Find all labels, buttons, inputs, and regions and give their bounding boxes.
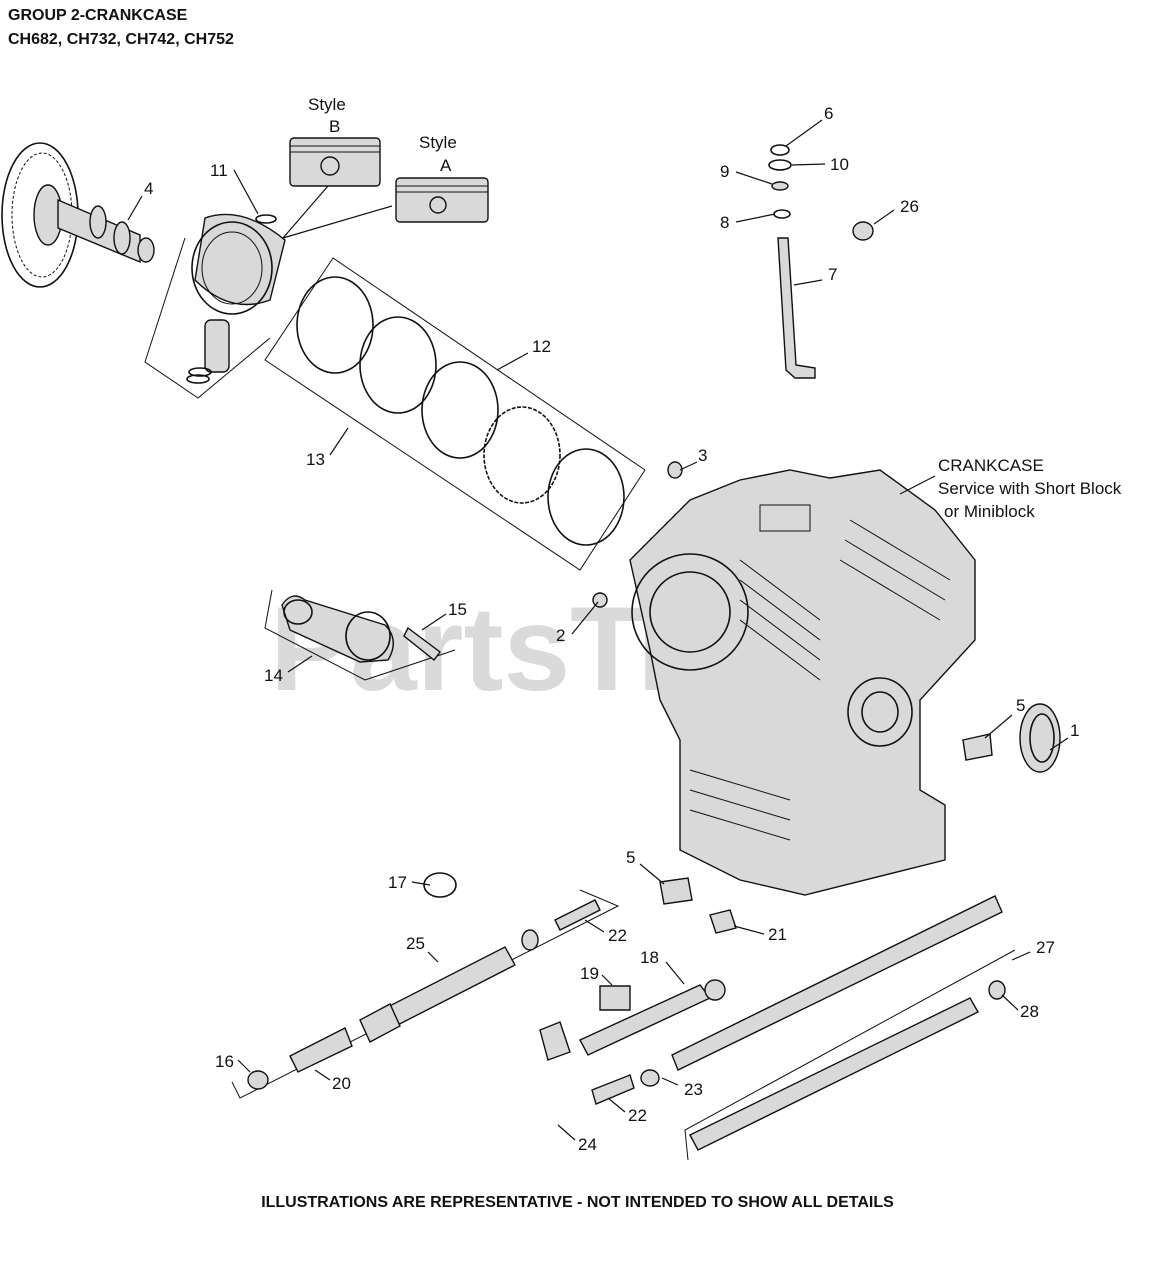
crankcase-block-part[interactable] <box>629 469 976 896</box>
callout-17[interactable]: 17 <box>388 873 407 892</box>
callout-11[interactable]: 11 <box>210 161 228 180</box>
disclaimer-text: ILLUSTRATIONS ARE REPRESENTATIVE - NOT I… <box>261 1194 894 1211</box>
callout-8[interactable]: 8 <box>720 213 729 232</box>
callout-4[interactable]: 4 <box>144 179 153 198</box>
callout-9[interactable]: 9 <box>720 162 729 181</box>
callout-10[interactable]: 10 <box>830 155 849 174</box>
callout-16[interactable]: 16 <box>215 1052 234 1071</box>
connecting-rod-part[interactable] <box>264 589 456 681</box>
piston-rings-part[interactable] <box>264 257 646 571</box>
callout-23[interactable]: 23 <box>684 1080 703 1099</box>
plug-part-5b[interactable] <box>659 877 693 905</box>
callout-27[interactable]: 27 <box>1036 938 1055 957</box>
callout-22b[interactable]: 22 <box>628 1106 647 1125</box>
callout-22a[interactable]: 22 <box>608 926 627 945</box>
callout-7[interactable]: 7 <box>828 265 837 284</box>
callout-6[interactable]: 6 <box>824 104 833 123</box>
plug-part-21[interactable] <box>709 909 737 934</box>
callout-18[interactable]: 18 <box>640 948 659 967</box>
plug-part-5a[interactable] <box>962 733 993 761</box>
callout-3[interactable]: 3 <box>698 446 707 465</box>
piston-assembly-part[interactable] <box>144 137 489 399</box>
crankcase-label: CRANKCASE <box>938 456 1044 475</box>
callout-28[interactable]: 28 <box>1020 1002 1039 1021</box>
callout-15[interactable]: 15 <box>448 600 467 619</box>
style-b-label: Style <box>308 95 346 114</box>
oil-cooler-hose-assembly-part[interactable] <box>231 872 620 1099</box>
plug-part-3[interactable] <box>667 461 683 479</box>
callout-leaders <box>127 119 1069 1141</box>
callout-24[interactable]: 24 <box>578 1135 597 1154</box>
dipstick-tube-part[interactable] <box>768 144 874 379</box>
callout-20[interactable]: 20 <box>332 1074 351 1093</box>
callout-2[interactable]: 2 <box>556 626 565 645</box>
diagram-title: GROUP 2-CRANKCASE <box>8 7 188 24</box>
camshaft-gear-part[interactable] <box>1 142 155 288</box>
callout-19[interactable]: 19 <box>580 964 599 983</box>
callout-1[interactable]: 1 <box>1070 721 1079 740</box>
callout-14[interactable]: 14 <box>264 666 283 685</box>
callout-5b[interactable]: 5 <box>626 848 635 867</box>
style-b-letter: B <box>329 117 340 136</box>
callout-21[interactable]: 21 <box>768 925 787 944</box>
style-a-label: Style <box>419 133 457 152</box>
oil-seal-part[interactable] <box>1019 703 1061 773</box>
crankcase-service-note: Service with Short Block <box>938 479 1122 498</box>
style-a-letter: A <box>440 156 452 175</box>
callout-13[interactable]: 13 <box>306 450 325 469</box>
callout-12[interactable]: 12 <box>532 337 551 356</box>
callout-5a[interactable]: 5 <box>1016 696 1025 715</box>
model-list: CH682, CH732, CH742, CH752 <box>8 31 234 48</box>
crankcase-miniblock-note: or Miniblock <box>944 502 1035 521</box>
callout-25[interactable]: 25 <box>406 934 425 953</box>
oil-line-assembly-part[interactable] <box>539 895 1016 1161</box>
callout-26[interactable]: 26 <box>900 197 919 216</box>
